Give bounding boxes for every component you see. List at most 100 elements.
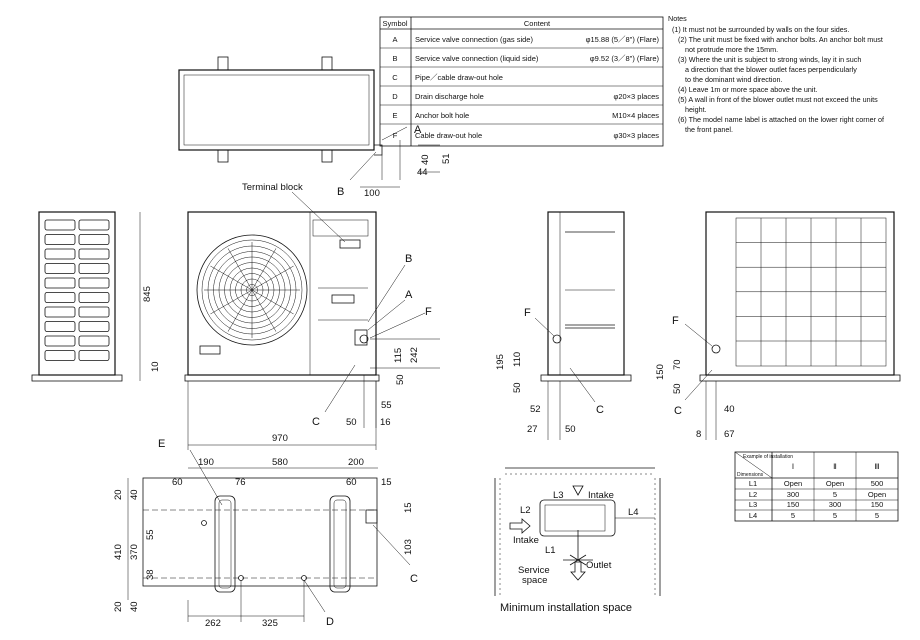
label-b: B — [337, 186, 344, 198]
table-cell: Open — [784, 479, 802, 488]
fan-spoke — [251, 289, 277, 332]
symbol-cell: A — [392, 35, 397, 44]
table-cell: 150 — [871, 500, 884, 509]
label-a: A — [414, 124, 422, 136]
row-label: L1 — [749, 479, 757, 488]
dim-label: 410 — [113, 544, 124, 560]
grille-slot — [78, 306, 110, 318]
dim-label: 110 — [512, 352, 523, 367]
fan-spoke — [251, 289, 294, 315]
fan-spoke — [251, 248, 277, 291]
label-d: D — [326, 616, 334, 628]
note-line: to the dominant wind direction. — [685, 75, 783, 84]
label-e: E — [158, 438, 165, 450]
foot-dim: 10 — [150, 361, 161, 372]
row-label: L2 — [749, 490, 757, 499]
height-dim: 845 — [142, 286, 153, 302]
dim-label: 100 — [364, 188, 380, 199]
dim-label: 200 — [348, 457, 364, 468]
symbol-table: Symbol Content A Service valve connectio… — [379, 16, 664, 147]
note-line: not protrude more the 15mm. — [685, 45, 778, 54]
table-cell: 5 — [833, 511, 837, 520]
content-cell: Drain discharge hole — [415, 92, 484, 101]
fan-spoke — [210, 289, 253, 315]
fan-spoke — [210, 265, 253, 291]
dim-label: 40 — [420, 154, 431, 165]
front-view: Terminal block B A F C 845 10 970 115 24… — [139, 182, 440, 450]
grille-slot — [44, 248, 76, 260]
dim-label: 103 — [403, 539, 414, 555]
dim-label: 51 — [441, 153, 452, 164]
dim-label: 50 — [565, 424, 576, 435]
content-cell: Pipe／cable draw-out hole — [415, 73, 503, 82]
table-cell: 300 — [829, 500, 842, 509]
dim-label: 50 — [395, 374, 406, 385]
dim-label: 8 — [696, 429, 701, 440]
spec-cell: M10×4 places — [612, 111, 659, 120]
col-header: Ⅲ — [874, 462, 879, 471]
corner-bottom: Dimensions — [737, 472, 764, 478]
label-c: C — [596, 404, 604, 416]
dim-label: 40 — [724, 404, 735, 415]
dim-label: 325 — [262, 618, 278, 629]
grille-slot — [44, 321, 76, 332]
note-line: the front panel. — [685, 125, 733, 134]
grille-slot — [44, 350, 76, 361]
grille-slot — [44, 263, 76, 274]
top-view: A B 40 44 51 100 — [178, 56, 452, 199]
fan-spoke — [251, 265, 294, 291]
intake-label: Intake — [588, 490, 614, 501]
width-dim: 970 — [272, 433, 288, 444]
dim-label: 60 — [346, 477, 357, 488]
notes-block: Notes (1) It must not be surrounded by w… — [668, 14, 884, 134]
dim-label: 70 — [672, 359, 683, 370]
note-line: height. — [685, 105, 707, 114]
dim-label: 55 — [145, 529, 156, 540]
spec-cell: φ15.88 (5／8") (Flare) — [586, 35, 660, 44]
spec-cell: φ9.52 (3／8") (Flare) — [590, 54, 660, 63]
dim-label: 27 — [527, 424, 538, 435]
dim-label: 76 — [235, 477, 246, 488]
dim-label: 40 — [129, 601, 140, 612]
grille-slot — [44, 335, 76, 347]
install-space-caption: Minimum installation space — [500, 602, 632, 614]
content-header: Content — [524, 19, 551, 28]
grille-slot — [78, 350, 110, 361]
grille-slot — [78, 277, 110, 289]
notes-title: Notes — [668, 14, 687, 23]
dim-label: 195 — [495, 354, 506, 370]
label-b: B — [405, 253, 412, 265]
table-cell: 5 — [833, 490, 837, 499]
symbol-cell: D — [392, 92, 398, 101]
label-f: F — [425, 306, 432, 318]
outlet-label: Outlet — [586, 560, 612, 571]
symbol-cell: E — [392, 111, 397, 120]
dim-label: 20 — [113, 601, 124, 612]
note-line: (5) A wall in front of the blower outlet… — [678, 95, 878, 104]
left-side-view — [31, 211, 123, 382]
dim-label: 190 — [198, 457, 214, 468]
grille-slot — [44, 306, 76, 318]
dim-label: 262 — [205, 618, 221, 629]
l1-label: L1 — [545, 545, 556, 556]
side-view: F C 195 110 50 52 27 50 — [495, 211, 632, 440]
grille-slot — [44, 292, 76, 303]
terminal-block-label: Terminal block — [242, 182, 303, 193]
dim-label: 38 — [145, 569, 156, 580]
grille-slot — [78, 335, 110, 347]
corner-top: Example of installation — [743, 454, 793, 460]
note-line: (4) Leave 1m or more space above the uni… — [678, 85, 817, 94]
base-view: E C D 190 580 200 60 76 60 15 15 103 20 … — [113, 438, 418, 629]
table-cell: 5 — [875, 511, 879, 520]
l4-label: L4 — [628, 507, 639, 518]
label-c: C — [312, 416, 320, 428]
dim-label: 15 — [381, 477, 392, 488]
table-cell: 150 — [787, 500, 800, 509]
dim-label: 15 — [403, 502, 414, 513]
dim-label: 50 — [512, 382, 523, 393]
table-cell: 300 — [787, 490, 800, 499]
table-cell: Open — [826, 479, 844, 488]
label-c: C — [410, 573, 418, 585]
dim-label: 50 — [672, 383, 683, 394]
